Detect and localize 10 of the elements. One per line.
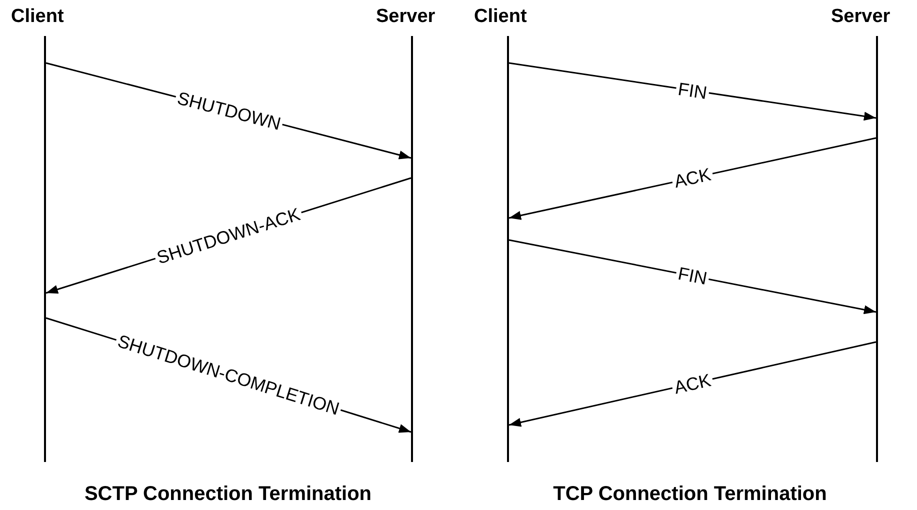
participant-label: Server [831,6,890,28]
message-arrow [508,137,876,220]
participant-label: Client [474,6,527,28]
diagram-caption: SCTP Connection Termination [84,483,372,506]
message-arrow [508,62,876,122]
message-arrow [508,239,876,315]
message-arrow [508,341,876,428]
diagram-caption: TCP Connection Termination [553,483,827,506]
participant-label: Client [11,6,64,28]
participant-label: Server [376,6,436,28]
